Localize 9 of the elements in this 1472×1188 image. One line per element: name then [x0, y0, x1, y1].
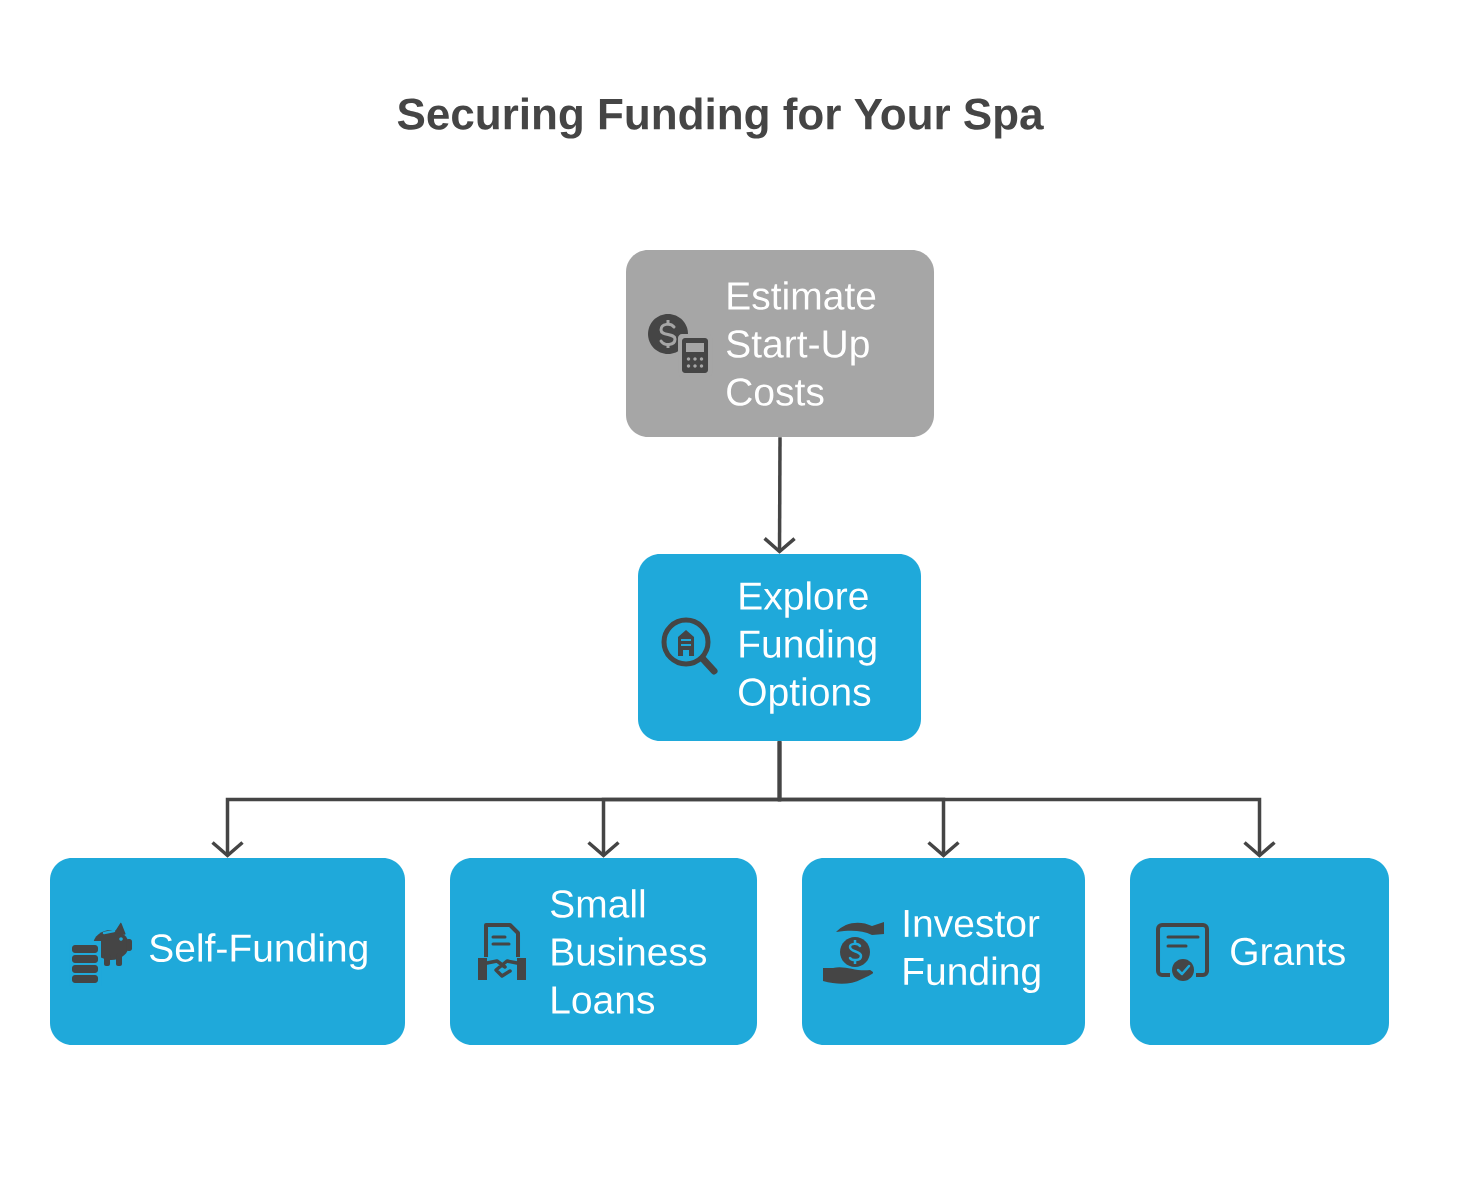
- process-box: Self-Funding: [50, 858, 405, 1045]
- arrow: [763, 437, 796, 554]
- process-box: Explore Funding Options: [638, 554, 921, 741]
- process-box: Small Business Loans: [450, 858, 757, 1045]
- process-box: Estimate Start-Up Costs: [626, 250, 934, 437]
- title: Securing Funding for Your Spa: [397, 97, 1044, 139]
- process-box: Grants: [1130, 858, 1389, 1045]
- process-box: Investor Funding: [802, 858, 1085, 1045]
- arrow: [777, 741, 1276, 858]
